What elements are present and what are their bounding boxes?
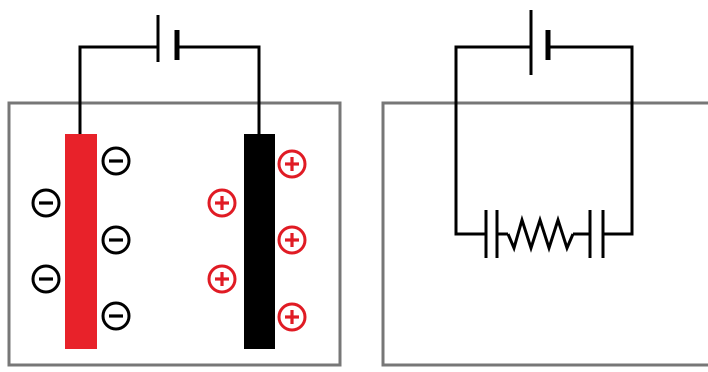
resistor-icon [506, 214, 575, 253]
right-circuit-wire-left [454, 45, 531, 236]
battery-icon [529, 10, 551, 75]
cation-icon [277, 302, 307, 332]
negative-electrode [65, 134, 97, 349]
right-circuit-wire-right [548, 45, 634, 236]
anion-icon [31, 188, 61, 218]
cation-group [207, 149, 307, 332]
anion-icon [101, 146, 131, 176]
cation-icon [207, 188, 237, 218]
anion-icon [101, 225, 131, 255]
left-circuit-wire-right [177, 45, 261, 134]
left-cell [7, 15, 342, 367]
battery-icon [156, 15, 180, 62]
cation-icon [277, 149, 307, 179]
anion-icon [101, 301, 131, 331]
left-circuit-wire [78, 45, 158, 134]
capacitor-icon [588, 210, 605, 258]
cation-icon [207, 264, 237, 294]
positive-electrode [244, 134, 275, 349]
anion-icon [31, 264, 61, 294]
cation-icon [277, 225, 307, 255]
right-cell [381, 10, 708, 367]
anion-group [31, 146, 131, 331]
